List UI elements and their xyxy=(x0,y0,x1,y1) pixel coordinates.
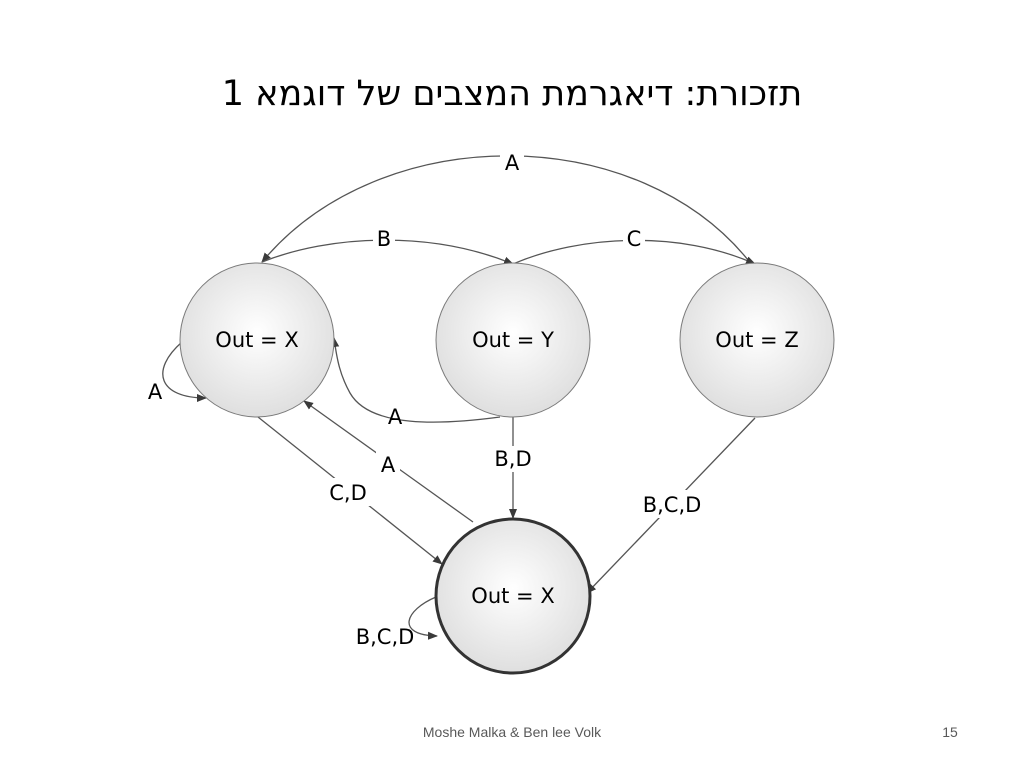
edge-s4-self-bcd xyxy=(408,596,438,640)
state-label: Out = Z xyxy=(715,328,798,352)
state-label: Out = X xyxy=(471,584,554,608)
state-label: Out = Y xyxy=(472,328,554,352)
footer-author: Moshe Malka & Ben lee Volk xyxy=(422,724,602,740)
page-number: 15 xyxy=(942,724,958,740)
edge-label: A xyxy=(505,151,520,175)
edge-label: B xyxy=(377,227,391,251)
edge-label: C,D xyxy=(329,481,367,505)
slide-title: תזכורת: דיאגרמת המצבים של דוגמא 1 xyxy=(221,74,803,114)
edge-label: A xyxy=(388,405,403,429)
state-node: Out = Y xyxy=(435,262,591,418)
edge-label: B,C,D xyxy=(643,493,702,517)
state-label: Out = X xyxy=(215,328,298,352)
state-node-initial: Out = X xyxy=(434,517,592,675)
state-node: Out = Z xyxy=(679,262,835,418)
edge-label: B,D xyxy=(494,447,531,471)
state-node: Out = X xyxy=(179,262,335,418)
edge-label: A xyxy=(148,380,163,404)
edge-label: C xyxy=(627,227,642,251)
edge-s1-self-a xyxy=(162,341,207,402)
edge-label: A xyxy=(381,453,396,477)
edge-label: B,C,D xyxy=(356,625,415,649)
edge-s2-s1-a xyxy=(331,337,501,423)
